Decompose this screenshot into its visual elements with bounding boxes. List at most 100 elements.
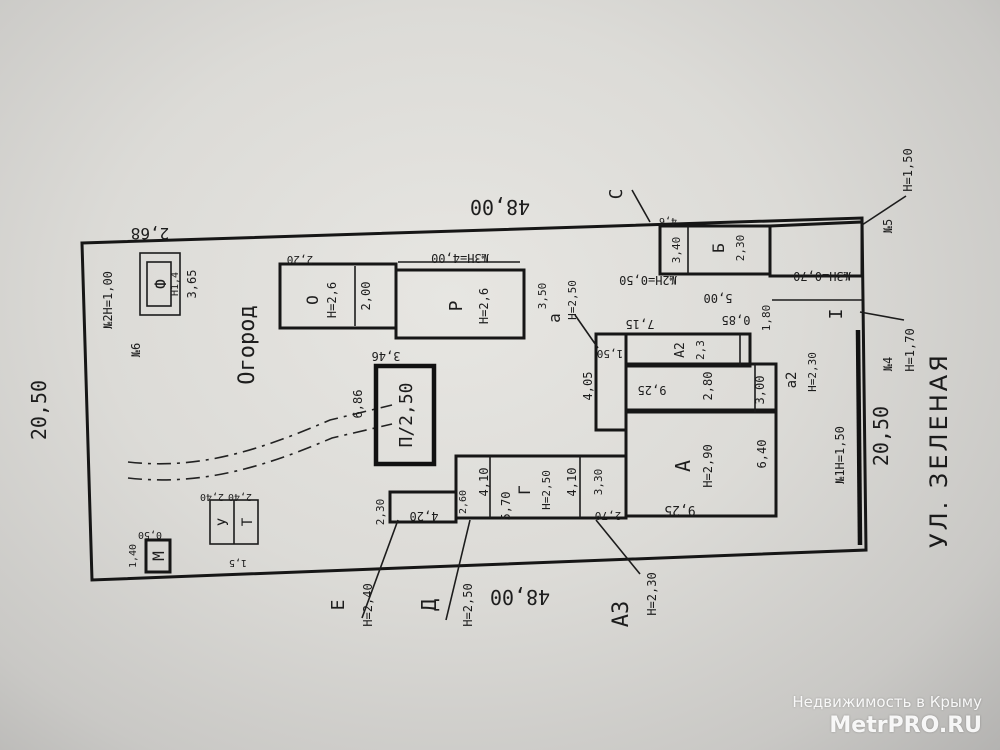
annex-a2-letter: а2 xyxy=(784,372,800,389)
building-r xyxy=(394,268,526,340)
porch-a-height: H=2,50 xyxy=(566,280,579,320)
gate-yard xyxy=(768,220,864,278)
house-a2-dim-b: 1,80 xyxy=(760,305,773,332)
fence-n2: №2Н=0,50 xyxy=(619,273,677,287)
fence-n5: №5 xyxy=(881,219,895,233)
corner-dim: 2,68 xyxy=(131,224,170,243)
building-o-top: 2,20 xyxy=(287,253,314,266)
building-f-sub: Н1,4 xyxy=(170,272,181,296)
building-w7: 2,30 xyxy=(374,499,387,526)
building-b-dim-w: 3,40 xyxy=(670,237,683,264)
fence-n5-height: Н=1,50 xyxy=(901,148,915,191)
building-g-height: H=2,50 xyxy=(540,470,553,510)
watermark-line2: MetrPRO.RU xyxy=(829,713,982,738)
callout-d-height: Н=2,50 xyxy=(461,583,475,626)
shed-m-label: М xyxy=(149,551,168,561)
house-a2-dim-a: 0,85 xyxy=(722,313,751,327)
fence-n4: №4 xyxy=(881,357,895,371)
fence-n6: №6 xyxy=(129,343,143,357)
building-b-letter: Б xyxy=(709,243,728,253)
building-o-letter: О xyxy=(303,295,322,305)
plot-boundary xyxy=(80,216,868,582)
building-g-dim-w2: 4,10 xyxy=(565,468,579,497)
leader-a3 xyxy=(595,519,641,575)
shed-m-top: 1,40 xyxy=(128,544,139,568)
building-p-label: П/2,50 xyxy=(396,382,417,447)
building-g-dim-l: 5,70 xyxy=(499,492,513,521)
street-fence xyxy=(855,329,863,546)
house-a-letter: А xyxy=(671,460,695,472)
porch-a-dim: 4,05 xyxy=(581,372,595,401)
leader-e xyxy=(361,519,399,619)
callout-e-letter: Е xyxy=(328,600,349,611)
fence-gate: №3Н=0,70 xyxy=(793,269,851,283)
house-a2 xyxy=(624,332,752,368)
leader-n4 xyxy=(859,311,905,321)
building-w6: 4,20 xyxy=(410,509,439,523)
shed-y-dim: 2,40 xyxy=(200,491,224,502)
building-o-height: H=2,6 xyxy=(325,282,339,318)
callout-c-letter: С xyxy=(606,189,627,200)
shed-y-label: У xyxy=(216,518,232,526)
building-p-top: 3,46 xyxy=(372,349,401,363)
fence-n4-height: Н=1,70 xyxy=(903,328,917,371)
building-g xyxy=(454,454,628,520)
building-o-dim: 2,00 xyxy=(359,282,373,311)
building-r-letter: Р xyxy=(446,300,467,311)
garden-path-2 xyxy=(127,423,393,481)
leader-d xyxy=(445,519,471,621)
shed-t-label: Т xyxy=(240,517,256,526)
callout-d-letter: Д xyxy=(417,599,441,611)
plot-length-top: 48,00 xyxy=(470,195,530,219)
fence-n3: №3Н=4,00 xyxy=(431,251,489,265)
building-w3: 3,30 xyxy=(592,469,605,496)
section-marker: I xyxy=(826,309,847,320)
garden-label: Огород xyxy=(235,305,260,384)
building-b-dim-b: 5,00 xyxy=(704,291,733,305)
building-g-dim-w: 4,10 xyxy=(477,468,491,497)
callout-a3-letter: А3 xyxy=(609,601,634,628)
plot-length-bottom: 48,00 xyxy=(490,585,550,609)
annex-a2-height: H=2,30 xyxy=(806,352,819,392)
building-r-height: H=2,6 xyxy=(477,288,491,324)
house-a2-dim-top: 7,15 xyxy=(626,317,655,331)
shed-m-dim: 0,50 xyxy=(138,529,162,540)
fence-n1: №1Н=1,50 xyxy=(833,426,847,484)
building-f-label: Ф xyxy=(151,279,170,289)
callout-e-height: Н=2,40 xyxy=(361,583,375,626)
building-r-dim: 3,50 xyxy=(536,283,549,310)
house-a-dim-bottom: 9,25 xyxy=(664,502,695,517)
street-name: УЛ. ЗЕЛЕНАЯ xyxy=(925,352,953,548)
building-f xyxy=(139,252,181,316)
plot-width-left: 20,50 xyxy=(27,380,51,440)
house-a1-dim-side: 3,00 xyxy=(753,376,767,405)
house-a2-dim-left: 1,50 xyxy=(597,347,624,360)
house-a1-dim-top: 9,25 xyxy=(638,383,667,397)
building-w5: 2,60 xyxy=(458,490,469,514)
garden-path xyxy=(127,404,393,465)
leader-a xyxy=(574,314,599,349)
building-e xyxy=(388,490,458,524)
building-w4: 2,70 xyxy=(595,509,622,522)
building-f-dim: 3,65 xyxy=(185,270,199,299)
building-p xyxy=(373,363,437,467)
house-a-dim-side: 6,40 xyxy=(755,440,769,469)
porch-a-letter: а xyxy=(545,313,564,323)
porch-a xyxy=(594,332,628,432)
leader-c xyxy=(631,189,651,223)
building-f-inner xyxy=(146,261,172,307)
watermark: Недвижимость в Крыму MetrPRO.RU xyxy=(792,693,982,738)
shed-m xyxy=(144,538,172,574)
shed-t-dim: 2,40 xyxy=(228,491,252,502)
fence-n-top: №2Н=1,00 xyxy=(101,271,115,329)
house-a2-height: 2,3 xyxy=(694,340,707,360)
callout-a3-height: Н=2,30 xyxy=(645,572,659,615)
building-g-letter: Г xyxy=(515,485,534,495)
building-p-dim: 6,86 xyxy=(351,390,365,419)
house-a2-letter: А2 xyxy=(673,342,688,358)
watermark-line1: Недвижимость в Крыму xyxy=(792,693,982,711)
house-a1-height: 2,80 xyxy=(701,372,715,401)
shed-bottom-dim: 1,5 xyxy=(229,557,247,568)
